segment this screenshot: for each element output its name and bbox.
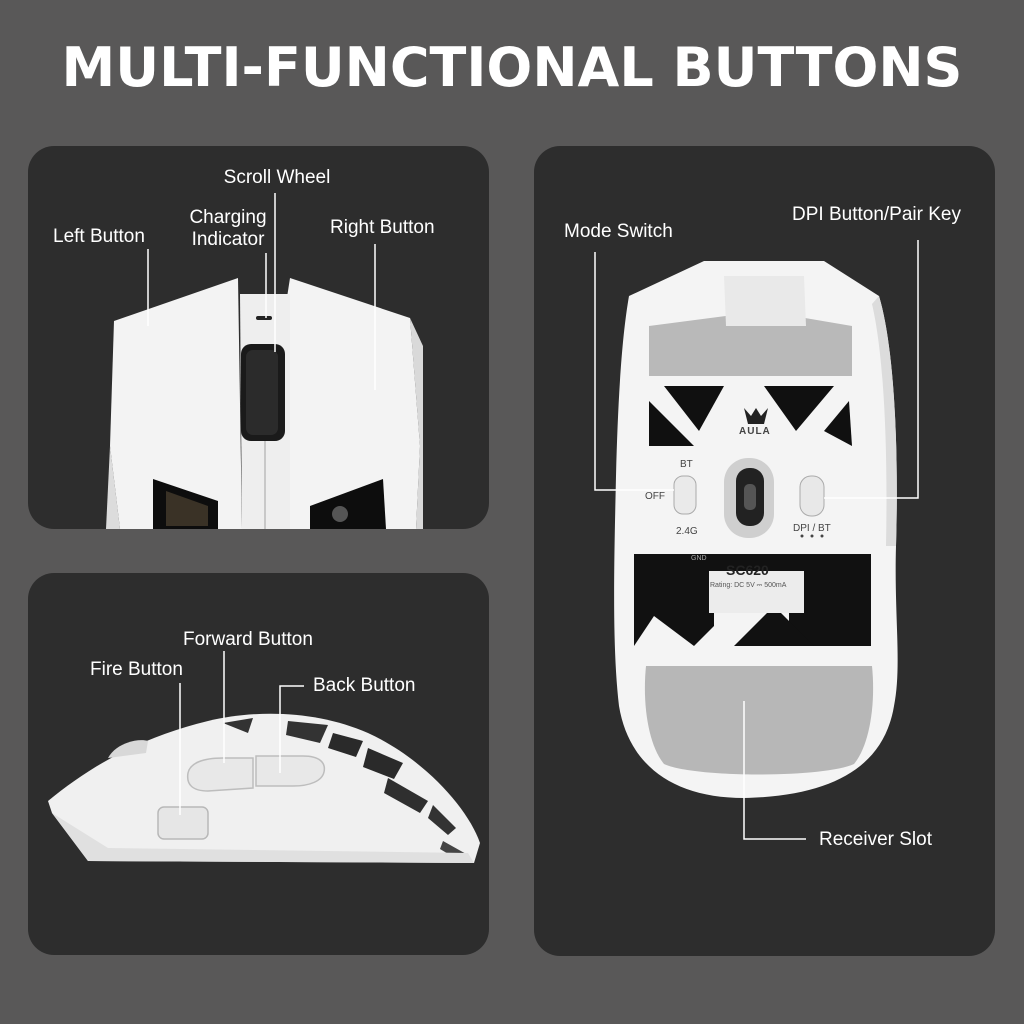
label-dpi-button: DPI Button/Pair Key (792, 204, 961, 225)
panel-front-view: Scroll Wheel Charging Indicator Left But… (28, 146, 489, 529)
mouse-front-illustration (106, 193, 423, 529)
model-number: SC620 (726, 562, 769, 578)
mouse-side-illustration (48, 651, 480, 863)
label-mode-switch: Mode Switch (564, 221, 673, 242)
label-receiver-slot: Receiver Slot (819, 829, 932, 850)
label-forward-button: Forward Button (183, 629, 313, 650)
dpi-bt-label: DPI / BT (793, 523, 831, 534)
switch-24g-label: 2.4G (676, 526, 698, 537)
gnd-text: GND (691, 555, 707, 562)
label-left-button: Left Button (53, 226, 145, 247)
page-title: MULTI-FUNCTIONAL BUTTONS (61, 36, 963, 99)
panel-bottom-view: Mode Switch DPI Button/Pair Key Receiver… (534, 146, 995, 956)
label-charging-indicator: Charging Indicator (189, 207, 267, 250)
rating-text: Rating: DC 5V ⎓ 500mA (710, 582, 787, 589)
panel-side-view: Forward Button Fire Button Back Button (28, 573, 489, 955)
label-scroll-wheel: Scroll Wheel (223, 167, 331, 188)
label-back-button: Back Button (313, 675, 416, 696)
switch-off-label: OFF (645, 491, 665, 502)
brand-logo-text: AULA (739, 426, 771, 437)
label-fire-button: Fire Button (90, 659, 183, 680)
mouse-bottom-illustration (594, 240, 919, 840)
label-right-button: Right Button (330, 217, 435, 238)
switch-bt-label: BT (680, 459, 693, 470)
